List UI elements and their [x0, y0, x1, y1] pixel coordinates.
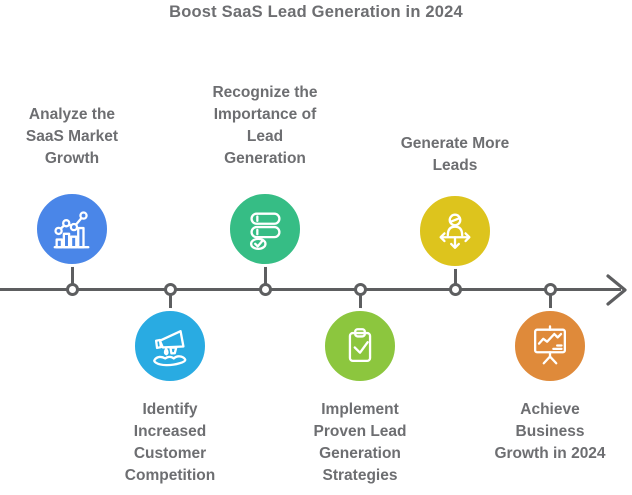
- step-circle-recognize: [227, 191, 303, 267]
- presentation-board-icon: [533, 325, 567, 365]
- timeline-node-dot: [448, 282, 462, 296]
- connector-stem: [358, 289, 362, 321]
- step-label-implement: Implement Proven Lead Generation Strateg…: [313, 401, 407, 484]
- step-label-achieve: Achieve Business Growth in 2024: [494, 401, 606, 462]
- step-label-recognize: Recognize the Importance of Lead Generat…: [212, 84, 318, 167]
- connector-stem: [453, 257, 457, 290]
- connector-stem: [168, 289, 172, 321]
- clipboard-check-icon: [348, 328, 372, 363]
- timeline-node-dot: [258, 282, 272, 296]
- timeline-arrowhead-icon: [606, 274, 627, 306]
- step-circle-implement: [322, 308, 398, 384]
- connector-stem: [548, 289, 552, 321]
- megaphone-hand-icon: [153, 329, 187, 367]
- connector-stem: [263, 256, 267, 289]
- step-label-analyze: Analyze the SaaS Market Growth: [25, 106, 119, 167]
- timeline-node-dot: [543, 282, 557, 296]
- infographic-title: Boost SaaS Lead Generation in 2024: [169, 3, 463, 21]
- step-circle-achieve: [512, 308, 588, 384]
- step-circle-identify: [132, 308, 208, 384]
- task-list-icon: [249, 212, 281, 250]
- step-label-identify: Identify Increased Customer Competition: [124, 401, 216, 484]
- timeline-node-dot: [163, 282, 177, 296]
- timeline-node-dot: [65, 282, 79, 296]
- bar-line-chart-icon: [53, 211, 90, 249]
- step-circle-generate: [417, 193, 493, 269]
- timeline-axis: [0, 287, 621, 291]
- step-label-generate: Generate More Leads: [400, 135, 510, 174]
- step-circle-analyze: [34, 191, 110, 267]
- person-arrows-icon: [439, 213, 471, 249]
- connector-stem: [70, 256, 74, 289]
- timeline-node-dot: [353, 282, 367, 296]
